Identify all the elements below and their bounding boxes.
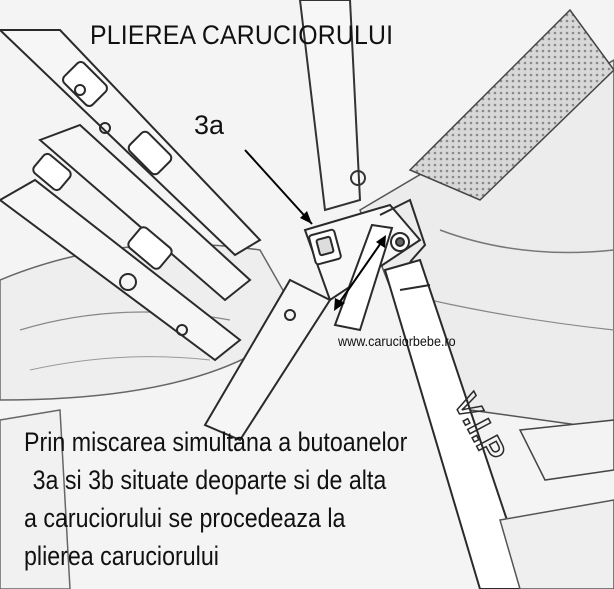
caption-line: a caruciorului se procedeaza la [24,503,346,533]
tube-clamps [32,61,173,270]
caption-line: Prin miscarea simultana a butoanelor [24,427,408,457]
frame-tube-lower-left [203,278,332,442]
callout-label-3a: 3a [194,110,225,140]
frame-strap-vip [383,258,532,589]
instruction-caption: Prin miscarea simultana a butoanelor 3a … [24,423,407,575]
motion-double-arrow [334,235,386,311]
frame-pole-upper [298,0,362,212]
canopy-mesh-panel [408,8,614,201]
page-title: PLIEREA CARUCIORULUI [90,20,394,50]
website-text: www.caruciorbebe.ro [338,333,456,349]
caption-line: 3a si 3b situate deoparte si de alta [32,465,387,495]
caption-line: plierea caruciorului [24,541,219,571]
callout-arrow [244,149,313,225]
handle-tubes [0,29,262,362]
